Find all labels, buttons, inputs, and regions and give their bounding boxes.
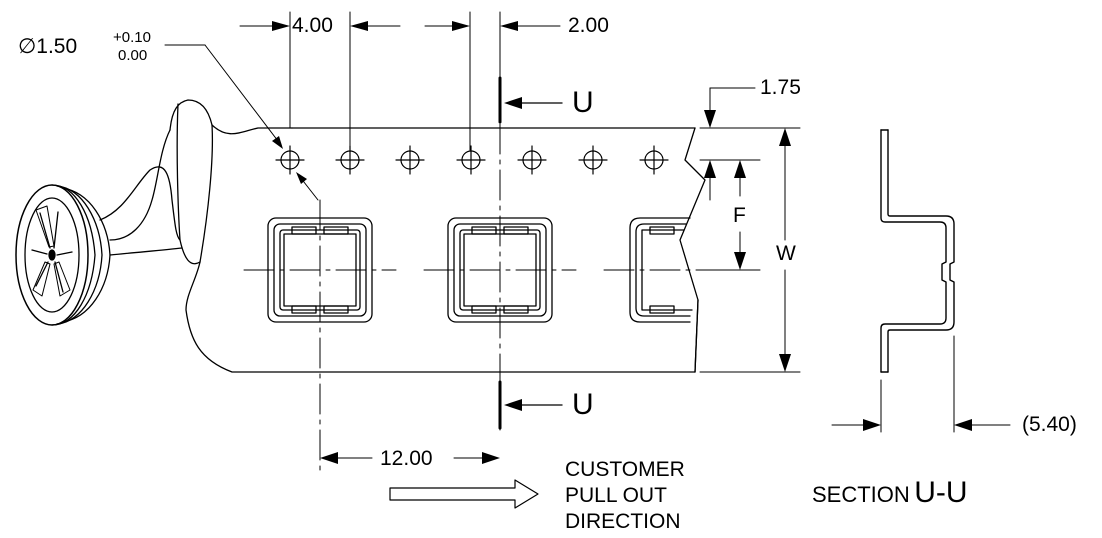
dim-edge-to-hole <box>699 87 801 201</box>
section-caption-prefix: SECTION <box>812 482 910 507</box>
dim-hole-diameter <box>164 44 319 201</box>
dim-f-label: F <box>733 204 746 227</box>
hole-diameter-value: 1.50 <box>36 35 78 58</box>
sprocket-hole <box>275 145 305 175</box>
section-caption: SECTION U-U <box>812 478 968 508</box>
dim-section-depth <box>831 335 1011 433</box>
dim-pocket-pitch-label: 12.00 <box>380 447 433 470</box>
section-caption-name: U-U <box>914 476 968 509</box>
dim-w-label: W <box>776 242 796 265</box>
dim-hole-diameter-label: ∅1.50 <box>18 36 77 57</box>
sprocket-hole <box>639 145 669 175</box>
direction-line3: DIRECTION <box>565 510 681 533</box>
sprocket-hole <box>395 145 425 175</box>
direction-line1: CUSTOMER <box>565 458 685 481</box>
hole-diameter-tol-minus: 0.00 <box>118 47 148 64</box>
diameter-symbol: ∅ <box>18 35 37 58</box>
dim-pitch-label: 4.00 <box>292 14 333 37</box>
dim-section-depth-label: (5.40) <box>1022 413 1077 436</box>
dim-pocket-pitch <box>320 452 500 464</box>
dim-hole-to-pocket-label: 2.00 <box>568 14 609 37</box>
sprocket-hole <box>335 145 365 175</box>
reel <box>15 184 111 326</box>
sprocket-hole <box>517 145 547 175</box>
carrier-tape <box>291 127 706 373</box>
dim-edge-to-hole-label: 1.75 <box>760 76 801 99</box>
dim-w <box>699 128 801 373</box>
dim-pitch <box>239 11 561 151</box>
sprocket-hole <box>456 145 486 175</box>
section-marker-top: U <box>572 86 594 119</box>
centerlines <box>243 77 701 471</box>
direction-line2: PULL OUT <box>565 484 667 507</box>
pull-direction-arrow <box>389 479 539 509</box>
dim-f <box>699 160 761 271</box>
leader-tape <box>99 99 696 373</box>
sprocket-holes <box>275 145 669 175</box>
section-cut-markers <box>498 76 563 430</box>
section-marker-bottom: U <box>572 388 594 421</box>
sprocket-hole <box>578 145 608 175</box>
section-profile <box>880 129 955 373</box>
hole-diameter-tol-plus: +0.10 <box>113 29 151 46</box>
